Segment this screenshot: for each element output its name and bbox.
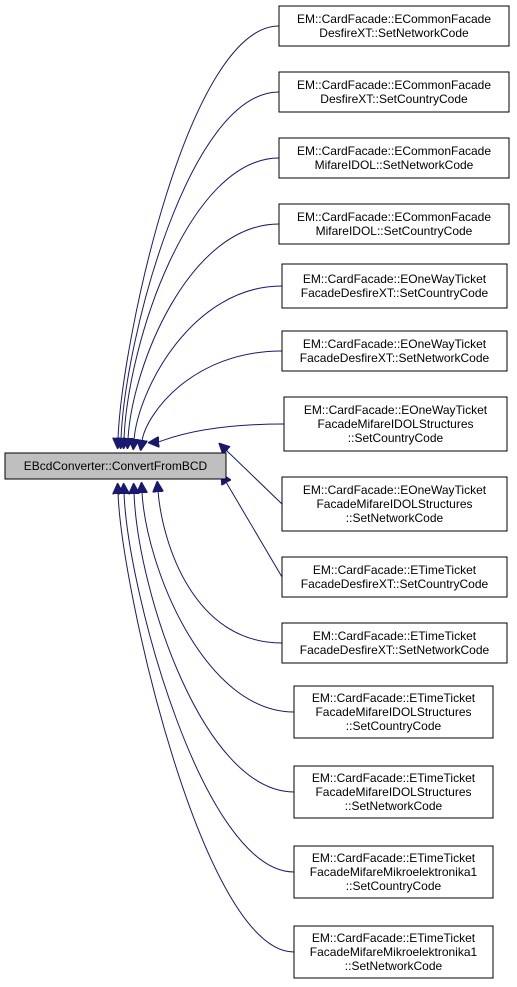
caller-box [281, 476, 508, 532]
caller-nodes: EM::CardFacade::ECommonFacadeDesfireXT::… [278, 5, 510, 979]
caller-label-line: FacadeDesfireXT::SetCountryCode [301, 577, 489, 591]
call-edge [134, 285, 283, 440]
call-edge [118, 25, 280, 439]
call-edge [128, 223, 280, 439]
root-node-label: EBcdConverter::ConvertFromBCD [24, 459, 208, 473]
caller-label-line: EM::CardFacade::EOneWayTicket [303, 337, 487, 351]
caller-box [278, 5, 510, 47]
caller-box [281, 622, 508, 664]
caller-node[interactable]: EM::CardFacade::ECommonFacadeDesfireXT::… [278, 5, 510, 47]
call-edge [142, 350, 283, 441]
caller-label-line: DesfireXT::SetNetworkCode [319, 26, 469, 40]
caller-label-line: FacadeDesfireXT::SetCountryCode [301, 286, 489, 300]
caller-label-line: FacadeMifareIDOLStructures [317, 417, 473, 431]
caller-label-line: MifareIDOL::SetCountryCode [316, 224, 473, 238]
caller-node[interactable]: EM::CardFacade::ETimeTicketFacadeMifareI… [293, 765, 494, 819]
caller-node[interactable]: EM::CardFacade::EOneWayTicketFacadeDesfi… [281, 330, 508, 372]
caller-label-line: FacadeMifareMikroelektronika1 [310, 865, 478, 879]
root-node[interactable]: EBcdConverter::ConvertFromBCD [4, 452, 227, 480]
caller-label-line: EM::CardFacade::EOneWayTicket [303, 272, 487, 286]
caller-label-line: EM::CardFacade::ETimeTicket [312, 851, 476, 865]
caller-box [278, 137, 510, 179]
call-edge [121, 91, 280, 439]
call-edge [158, 491, 283, 644]
caller-label-line: EM::CardFacade::ETimeTicket [312, 691, 476, 705]
caller-node[interactable]: EM::CardFacade::EOneWayTicketFacadeDesfi… [281, 263, 508, 309]
caller-node[interactable]: EM::CardFacade::ETimeTicketFacadeMifareM… [293, 845, 494, 899]
caller-label-line: FacadeDesfireXT::SetNetworkCode [300, 351, 490, 365]
caller-label-line: EM::CardFacade::ECommonFacade [297, 78, 491, 92]
call-edge [226, 450, 283, 505]
caller-box [293, 765, 494, 819]
caller-label-line: FacadeMifareIDOLStructures [315, 705, 471, 719]
caller-label-line: FacadeDesfireXT::SetNetworkCode [300, 643, 490, 657]
caller-label-line: EM::CardFacade::EOneWayTicket [304, 403, 488, 417]
caller-label-line: EM::CardFacade::ETimeTicket [313, 629, 477, 643]
caller-label-line: EM::CardFacade::ETimeTicket [312, 931, 476, 945]
caller-box [281, 263, 508, 309]
caller-node[interactable]: EM::CardFacade::ETimeTicketFacadeDesfire… [281, 622, 508, 664]
caller-node[interactable]: EM::CardFacade::ECommonFacadeMifareIDOL:… [278, 203, 510, 245]
call-edge [118, 493, 295, 953]
edges [118, 25, 295, 953]
call-edge [134, 493, 295, 793]
caller-box [283, 396, 508, 452]
caller-box [293, 685, 494, 739]
caller-label-line: FacadeMifareIDOLStructures [315, 785, 471, 799]
call-edge [158, 423, 285, 442]
caller-node[interactable]: EM::CardFacade::ECommonFacadeDesfireXT::… [278, 71, 510, 113]
caller-label-line: DesfireXT::SetCountryCode [320, 92, 468, 106]
call-edge [124, 157, 280, 439]
call-edge [142, 492, 295, 713]
caller-label-line: MifareIDOL::SetNetworkCode [315, 158, 474, 172]
caller-label-line: ::SetNetworkCode [345, 799, 443, 813]
call-edge [124, 493, 295, 873]
caller-label-line: EM::CardFacade::ECommonFacade [297, 144, 491, 158]
caller-label-line: EM::CardFacade::ETimeTicket [313, 563, 477, 577]
caller-box [278, 71, 510, 113]
call-edge [226, 482, 283, 578]
caller-label-line: EM::CardFacade::ECommonFacade [297, 210, 491, 224]
caller-label-line: ::SetNetworkCode [346, 511, 444, 525]
caller-node[interactable]: EM::CardFacade::ECommonFacadeMifareIDOL:… [278, 137, 510, 179]
caller-node[interactable]: EM::CardFacade::ETimeTicketFacadeDesfire… [281, 556, 508, 598]
caller-node[interactable]: EM::CardFacade::EOneWayTicketFacadeMifar… [283, 396, 508, 452]
caller-label-line: EM::CardFacade::ETimeTicket [312, 771, 476, 785]
caller-box [281, 556, 508, 598]
caller-node[interactable]: EM::CardFacade::ETimeTicketFacadeMifareI… [293, 685, 494, 739]
caller-label-line: EM::CardFacade::ECommonFacade [297, 12, 491, 26]
caller-label-line: EM::CardFacade::EOneWayTicket [303, 483, 487, 497]
caller-box [293, 845, 494, 899]
caller-label-line: ::SetCountryCode [346, 719, 442, 733]
caller-box [278, 203, 510, 245]
caller-node[interactable]: EM::CardFacade::ETimeTicketFacadeMifareM… [293, 925, 494, 979]
caller-node[interactable]: EM::CardFacade::EOneWayTicketFacadeMifar… [281, 476, 508, 532]
caller-label-line: ::SetNetworkCode [345, 959, 443, 973]
caller-box [281, 330, 508, 372]
caller-label-line: ::SetCountryCode [348, 431, 444, 445]
caller-label-line: ::SetCountryCode [346, 879, 442, 893]
caller-label-line: FacadeMifareMikroelektronika1 [310, 945, 478, 959]
caller-label-line: FacadeMifareIDOLStructures [316, 497, 472, 511]
caller-box [293, 925, 494, 979]
